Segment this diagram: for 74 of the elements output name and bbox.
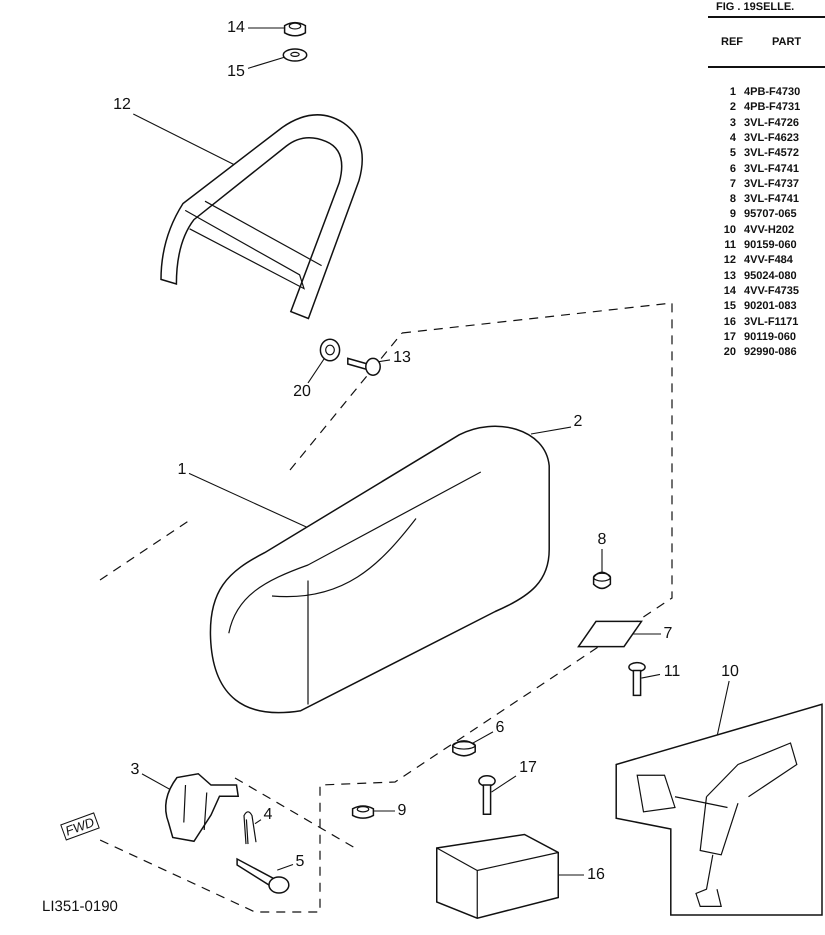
- bolt-drawing: [628, 662, 646, 696]
- leader-line: [277, 864, 294, 871]
- leader-line: [491, 775, 516, 792]
- callout-number: 7: [661, 625, 675, 643]
- ref-number: 1: [728, 86, 736, 98]
- ref-number: 16: [722, 316, 736, 328]
- ref-number: 13: [722, 270, 736, 282]
- ref-number: 6: [728, 162, 736, 174]
- part-number: 92990-086: [744, 346, 797, 358]
- callout-number: 15: [224, 63, 248, 81]
- part-number: 4PB-F4731: [744, 101, 800, 114]
- collar-drawing: [318, 338, 342, 362]
- plate-drawing: [575, 620, 645, 648]
- column-header: PART: [772, 36, 802, 48]
- part-number: 3VL-F4741: [744, 162, 800, 174]
- part-number: 4VV-F4735: [744, 284, 800, 297]
- leader-line: [188, 472, 308, 528]
- callout-number: 5: [293, 853, 307, 871]
- bolt-drawing: [478, 775, 496, 815]
- ref-number: 7: [728, 178, 736, 190]
- ref-number: 14: [722, 284, 736, 297]
- ref-number: 17: [722, 330, 736, 343]
- part-number: 3VL-F4741: [744, 193, 800, 206]
- ref-number: 12: [722, 254, 736, 266]
- ref-number: 15: [722, 300, 736, 312]
- callout-number: 9: [395, 802, 409, 820]
- leader-line: [601, 549, 603, 573]
- callout-number: 12: [110, 96, 134, 114]
- ref-number: 8: [728, 193, 736, 206]
- drawing-number: LI351-0190: [42, 898, 118, 915]
- callout-number: 14: [224, 19, 248, 37]
- ref-number: 20: [722, 346, 736, 358]
- ref-number: 4: [728, 132, 736, 144]
- callout-number: 17: [516, 759, 540, 777]
- part-number: 4VV-H202: [744, 224, 794, 236]
- leader-line: [472, 731, 494, 744]
- callout-number: 3: [128, 761, 142, 779]
- callout-number: 13: [390, 349, 414, 367]
- leader-line: [254, 819, 262, 824]
- leader-line: [530, 426, 572, 435]
- part-number: 3VL-F1171: [744, 316, 798, 328]
- column-header: REF: [721, 36, 743, 48]
- callout-number: 20: [290, 383, 314, 401]
- leader-line: [133, 114, 234, 165]
- ref-number: 9: [728, 208, 736, 220]
- callout-number: 1: [175, 461, 189, 479]
- table-heading: FIG . 19SELLE.: [716, 1, 794, 13]
- callout-number: 10: [718, 663, 742, 681]
- part-number: 3VL-F4737: [744, 178, 800, 190]
- callout-number: 8: [595, 531, 609, 549]
- part-number: 90119-060: [744, 330, 796, 343]
- ref-number: 3: [728, 116, 736, 129]
- part-number: 95707-065: [744, 208, 797, 220]
- leader-line: [641, 674, 660, 679]
- callout-number: 16: [584, 866, 608, 884]
- callout-number: 4: [261, 806, 275, 824]
- part-number: 4VV-F484: [744, 254, 793, 266]
- leader-line: [716, 680, 730, 737]
- pin-drawing: [236, 855, 291, 895]
- part-number: 3VL-F4572: [744, 147, 800, 160]
- ref-number: 5: [728, 147, 736, 160]
- ref-number: 11: [723, 239, 736, 251]
- part-number: 90201-083: [744, 300, 797, 312]
- part-number: 3VL-F4726: [744, 116, 800, 129]
- callout-number: 2: [571, 413, 585, 431]
- part-number: 95024-080: [744, 270, 797, 282]
- callout-number: 6: [493, 719, 507, 737]
- direction-marking: FWD: [60, 812, 100, 841]
- callout-number: 11: [660, 663, 684, 681]
- part-number: 4PB-F4730: [744, 86, 800, 98]
- part-number: 3VL-F4623: [744, 132, 800, 144]
- part-number: 90159-060: [744, 239, 797, 251]
- ref-number: 10: [722, 224, 736, 236]
- ref-number: 2: [728, 101, 736, 114]
